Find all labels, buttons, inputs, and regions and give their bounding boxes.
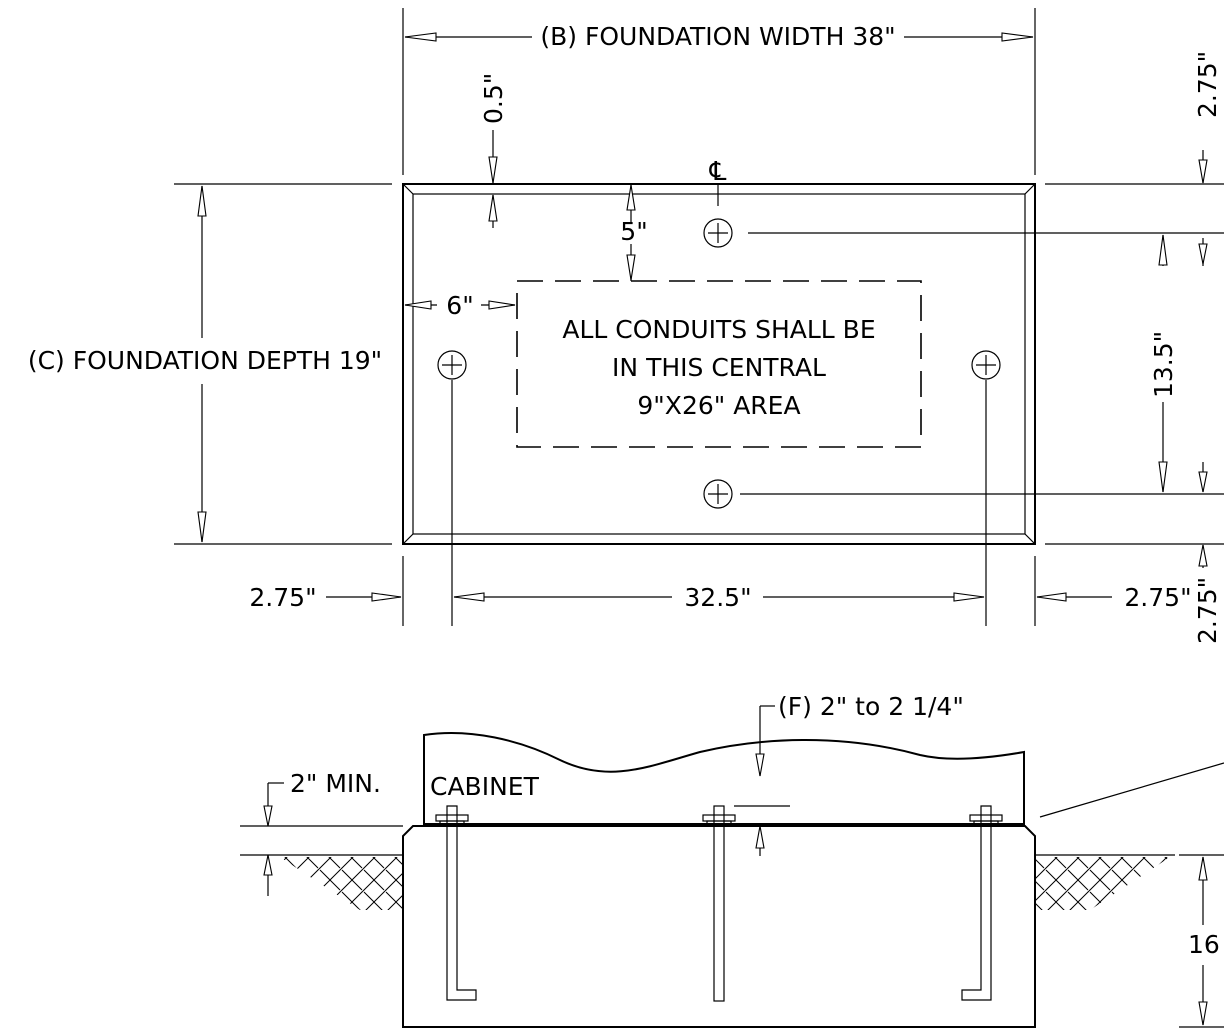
foundation-width-label: (B) FOUNDATION WIDTH 38" — [540, 22, 895, 51]
plan-view: ALL CONDUITS SHALL BE IN THIS CENTRAL 9"… — [28, 8, 1224, 644]
right-offset-label: 2.75" — [1124, 583, 1191, 612]
anchor-bolt-section-left — [435, 805, 477, 1001]
anchor-bolt-right — [971, 350, 1001, 380]
min-depth-label: 2" MIN. — [290, 769, 381, 798]
vertical-bolt-spacing-label: 13.5" — [1149, 331, 1178, 398]
anchor-bolt-top — [703, 218, 733, 248]
centerline-symbol: ℄ — [709, 157, 727, 187]
foundation-chamfer-outline — [412, 193, 1026, 535]
foundation-outline — [402, 183, 1036, 545]
conduit-area-note-line3: 9"X26" AREA — [637, 391, 800, 420]
bolt-spacing-label: 32.5" — [684, 583, 751, 612]
edge-to-area-dimension-label: 5" — [620, 217, 647, 246]
anchor-bolt-section-right — [961, 805, 1003, 1001]
top-right-offset-label: 2.75" — [1193, 51, 1222, 118]
cabinet-label: CABINET — [430, 772, 540, 801]
anchor-bolt-left — [437, 350, 467, 380]
section-view: CABINET — [240, 692, 1224, 1028]
conduit-area-note-line2: IN THIS CENTRAL — [612, 353, 826, 382]
anchor-bolt-bottom — [703, 479, 733, 509]
conduit-area-note-line1: ALL CONDUITS SHALL BE — [562, 315, 875, 344]
foundation-depth-label: (C) FOUNDATION DEPTH 19" — [28, 346, 382, 375]
f-dimension-label: (F) 2" to 2 1/4" — [778, 692, 964, 721]
left-offset-label: 2.75" — [249, 583, 316, 612]
anchor-bolt-section-center — [702, 805, 736, 1002]
section-depth-label: 16 — [1188, 930, 1220, 959]
concrete-foundation — [402, 825, 1036, 1028]
bottom-right-offset-label: 2.75" — [1193, 577, 1222, 644]
ground-hatch-left — [240, 854, 403, 910]
cabinet-outline — [423, 732, 1025, 825]
conduit-area-boundary — [516, 280, 922, 448]
side-to-area-dimension-label: 6" — [446, 291, 473, 320]
chamfer-dimension-label: 0.5" — [479, 73, 508, 124]
ground-hatch-right — [1035, 854, 1175, 910]
